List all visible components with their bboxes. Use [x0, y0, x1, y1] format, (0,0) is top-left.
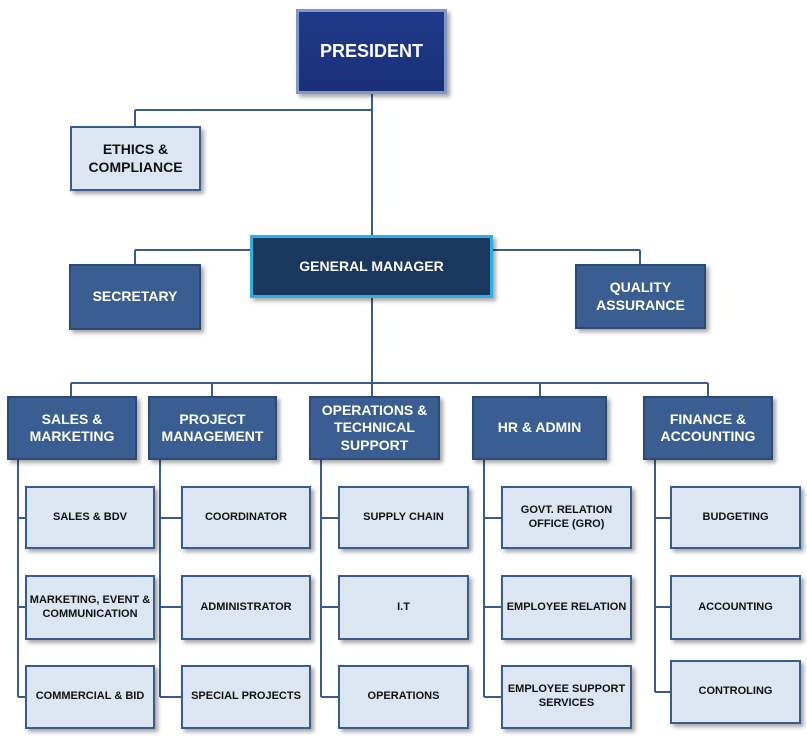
sub-operations: OPERATIONS — [338, 665, 469, 729]
sub-marketing-event-communication: MARKETING, EVENT & COMMUNICATION — [25, 575, 155, 640]
dept-operations-technical-support: OPERATIONS & TECHNICAL SUPPORT — [309, 396, 440, 460]
sub-special-projects: SPECIAL PROJECTS — [181, 665, 311, 729]
secretary-box: SECRETARY — [69, 264, 201, 330]
sub-sales-bdv: SALES & BDV — [25, 486, 155, 549]
sub-controling: CONTROLING — [670, 660, 801, 724]
sub-administrator: ADMINISTRATOR — [181, 575, 311, 640]
sub-budgeting: BUDGETING — [670, 486, 801, 549]
sub-supply-chain: SUPPLY CHAIN — [338, 486, 469, 549]
sub-employee-relation: EMPLOYEE RELATION — [501, 575, 632, 640]
dept-hr-admin: HR & ADMIN — [472, 396, 607, 460]
sub-commercial-bid: COMMERCIAL & BID — [25, 665, 155, 729]
dept-sales-marketing: SALES & MARKETING — [7, 396, 137, 460]
sub-coordinator: COORDINATOR — [181, 486, 311, 549]
president-box: PRESIDENT — [296, 9, 447, 94]
general-manager-box: GENERAL MANAGER — [250, 235, 493, 298]
sub-accounting: ACCOUNTING — [670, 575, 801, 640]
ethics-compliance-box: ETHICS & COMPLIANCE — [70, 126, 201, 191]
dept-finance-accounting: FINANCE & ACCOUNTING — [643, 396, 773, 460]
quality-assurance-box: QUALITY ASSURANCE — [575, 264, 706, 329]
sub-govt-relation-office: GOVT. RELATION OFFICE (GRO) — [501, 486, 632, 549]
sub-it: I.T — [338, 575, 469, 640]
dept-project-management: PROJECT MANAGEMENT — [148, 396, 277, 460]
sub-employee-support-services: EMPLOYEE SUPPORT SERVICES — [501, 665, 632, 729]
